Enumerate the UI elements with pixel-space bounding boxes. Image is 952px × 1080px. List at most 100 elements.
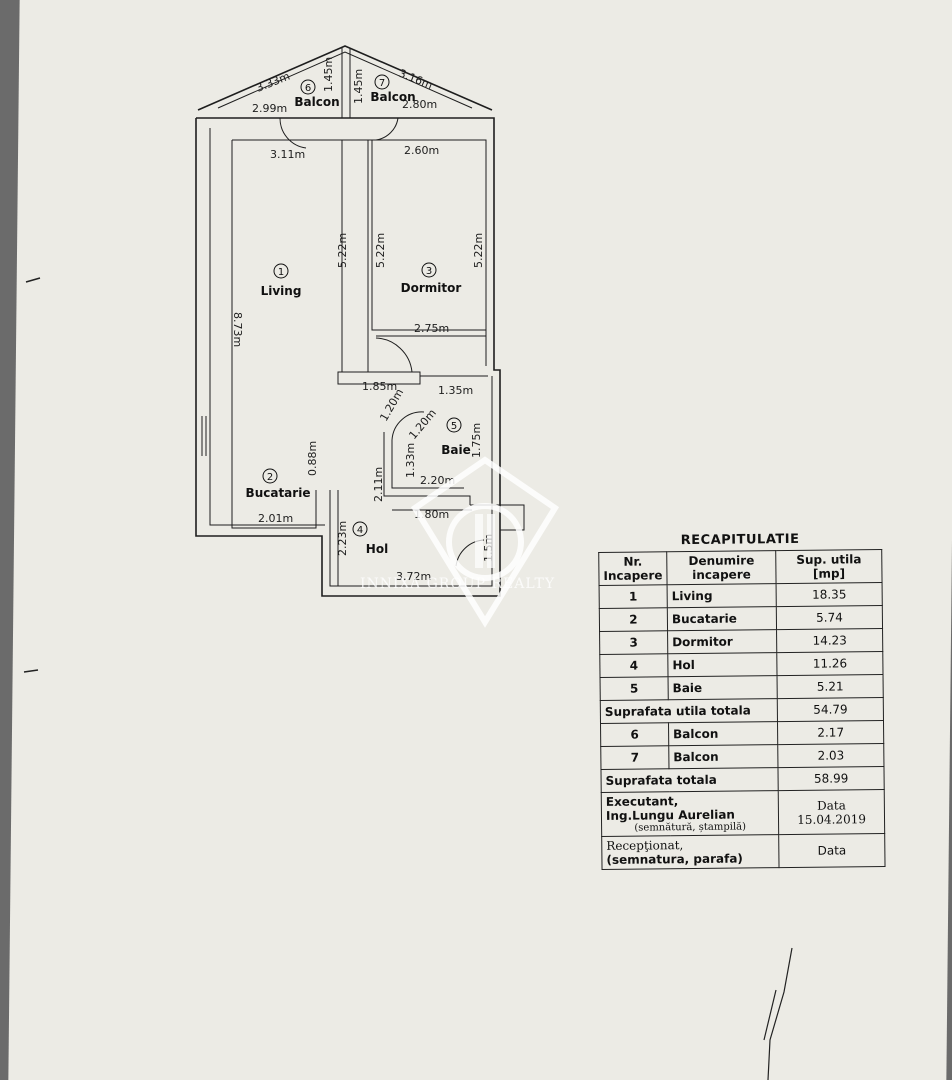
recap-grid: Nr. Incapere Denumire incapere Sup. util… [598,549,886,870]
dim-bath-left: 1.33m [404,443,417,478]
dim-balcony-right-width: 2.80m [402,98,437,111]
table-row: 6 Balcon 2.17 [600,720,884,747]
received-date-cell: Data [778,833,886,868]
svg-text:7: 7 [379,78,385,89]
svg-text:Living: Living [261,284,302,298]
dim-balcony-depth-left: 1.45m [322,57,335,92]
row-area: 14.23 [776,628,883,653]
date-label: Data [816,797,846,813]
watermark-text: INNIXA GROUP REALTY [360,576,556,592]
dim-hall-top-right: 1.35m [438,384,473,397]
room-labels: 1 Living 2 Bucatarie 3 Dormitor 4 Hol 5 … [246,74,471,556]
table-header-row: Nr. Incapere Denumire incapere Sup. util… [598,549,883,586]
svg-text:3: 3 [426,266,432,277]
edge-mark-2 [23,669,39,673]
dim-hall-vertical: 2.11m [372,467,385,502]
dim-balcony-right-diag: 3.16m [397,67,435,92]
row-name: Balcon [668,744,779,769]
room-7: 7 Balcon [370,74,416,104]
recap-table: RECAPITULATIE Nr. Incapere Denumire inca… [598,529,886,870]
dim-living-height: 8.73m [231,312,244,347]
total-label: Suprafata totala [600,767,779,793]
room-1: 1 Living [261,263,302,298]
table-row: 2 Bucatarie 5.74 [599,605,883,632]
dim-bedroom-width-top: 2.60m [404,144,439,157]
dim-bath-height: 1.75m [470,423,483,458]
dim-balcony-depth-right: 1.45m [352,69,365,104]
row-name: Baie [668,675,778,700]
row-area: 11.26 [776,651,884,676]
received-row: Recepţionat, (semnatura, parafa) Data [601,833,886,870]
dim-hall-left: 2.23m [336,521,349,556]
subtotal-value: 54.79 [777,697,884,722]
executant-note: (semnătură, ștampilă) [634,821,747,834]
date-cell: Data 15.04.2019 [778,789,885,835]
row-area: 2.03 [777,743,884,768]
room-5: 5 Baie [441,417,471,457]
dim-balcony-left-diag: 3.33m [254,70,292,95]
row-nr: 6 [600,722,669,747]
svg-text:4: 4 [357,525,363,536]
watermark-logo [410,456,560,628]
dim-kitchen-wall: 0.88m [306,441,319,476]
date-value: 15.04.2019 [797,811,867,827]
header-area: Sup. utila [mp] [775,549,883,584]
row-name: Living [667,583,777,608]
room-6: 6 Balcon [294,79,340,109]
table-row: 3 Dormitor 14.23 [599,628,883,655]
table-row: 5 Baie 5.21 [600,674,884,701]
dim-bedroom-left-height: 5.22m [374,233,387,268]
svg-text:5: 5 [451,421,457,432]
row-area: 2.17 [777,720,884,745]
edge-mark [25,277,41,283]
row-nr: 7 [600,745,669,770]
row-nr: 1 [599,584,668,609]
executant-cell: Executant, Ing.Lungu Aurelian (semnătură… [601,790,779,837]
room-4: 4 Hol [352,521,388,556]
svg-text:1: 1 [278,267,284,278]
svg-text:Bucatarie: Bucatarie [246,486,311,500]
svg-text:Dormitor: Dormitor [401,281,462,295]
room-2: 2 Bucatarie [246,468,311,500]
total-value: 58.99 [778,766,885,791]
row-area: 5.21 [777,674,884,699]
dim-living-right-height: 5.22m [336,233,349,268]
table-row: 1 Living 18.35 [599,582,883,609]
row-nr: 3 [599,630,668,655]
dim-living-width: 3.11m [270,148,305,161]
svg-text:2: 2 [267,472,273,483]
svg-text:Hol: Hol [366,542,388,556]
total-row: Suprafata totala 58.99 [600,766,885,793]
header-name: Denumire incapere [666,550,777,585]
room-3: 3 Dormitor [401,262,462,295]
row-nr: 5 [600,676,669,701]
signature-stroke [763,947,793,1080]
dim-bedroom-right-height: 5.22m [472,233,485,268]
svg-text:6: 6 [305,83,311,94]
received-date-label: Data [817,843,847,858]
row-name: Bucatarie [667,606,777,631]
subtotal-label: Suprafata utila totala [600,698,778,724]
svg-text:Balcon: Balcon [370,90,415,104]
svg-text:Balcon: Balcon [294,95,339,109]
row-name: Dormitor [667,629,777,654]
row-name: Balcon [668,721,778,746]
dim-balcony-left-width: 2.99m [252,102,287,115]
balcony-outline [197,45,493,118]
row-area: 5.74 [776,605,883,630]
row-area: 18.35 [776,582,883,607]
subtotal-row: Suprafata utila totala 54.79 [600,697,884,724]
svg-text:Baie: Baie [441,443,471,457]
header-nr: Nr. Incapere [598,551,668,586]
dim-hall-top-left: 1.85m [362,380,397,393]
table-row: 7 Balcon 2.03 [600,743,884,770]
received-note: (semnatura, parafa) [606,851,743,867]
row-nr: 2 [599,607,668,632]
row-name: Hol [667,652,778,677]
dim-hall-bottom: 3.72m [396,570,431,583]
dim-bedroom-width-bottom: 2.75m [414,322,449,335]
dim-kitchen-width: 2.01m [258,512,293,525]
received-cell: Recepţionat, (semnatura, parafa) [601,834,780,870]
executant-row: Executant, Ing.Lungu Aurelian (semnătură… [601,789,885,837]
row-nr: 4 [599,653,669,678]
